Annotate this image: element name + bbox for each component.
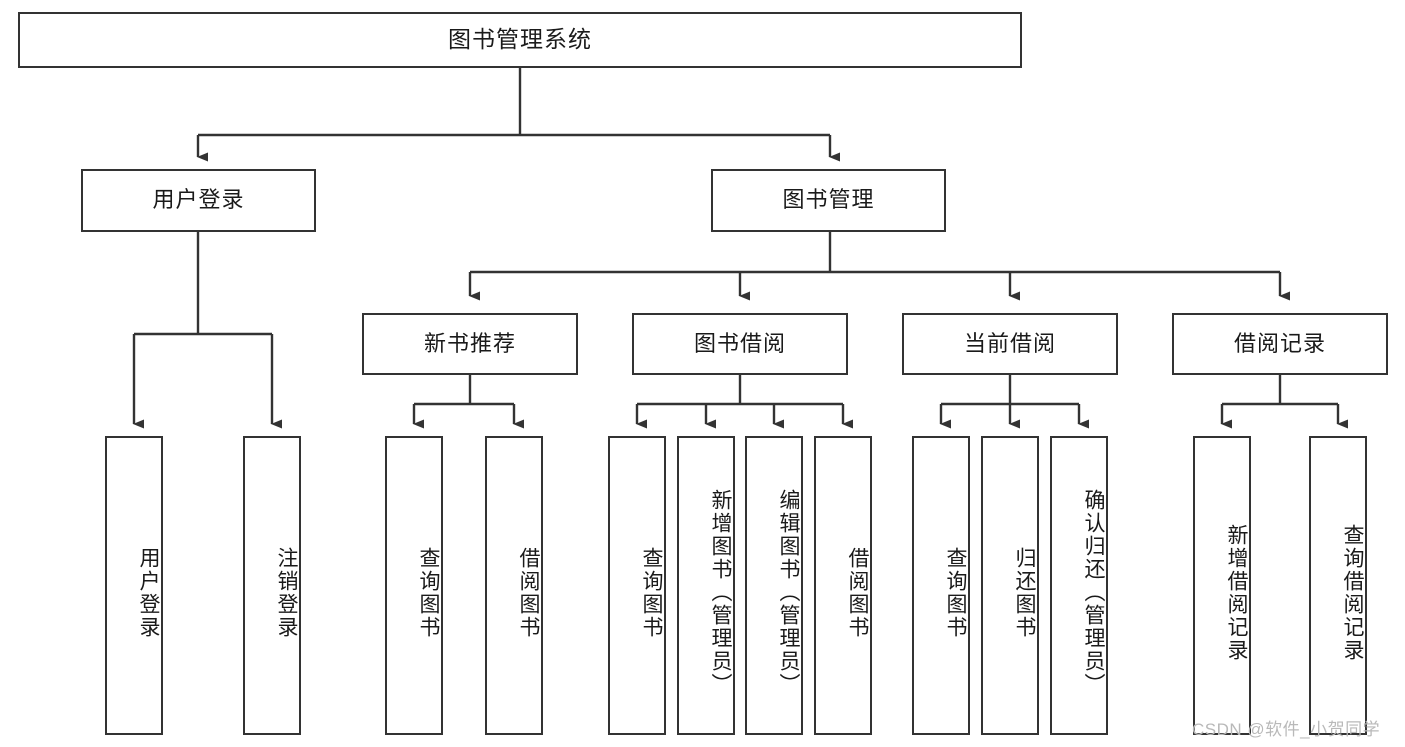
leaf-return-book[interactable]: 归还图书 [981, 436, 1039, 735]
leaf-logout[interactable]: 注销登录 [243, 436, 301, 735]
node-borrow-record[interactable]: 借阅记录 [1172, 313, 1388, 375]
node-root-book-management-system[interactable]: 图书管理系统 [18, 12, 1022, 68]
csdn-watermark: CSDN @软件_小贺同学 [1192, 720, 1381, 739]
leaf-borrow-book-recommend[interactable]: 借阅图书 [485, 436, 543, 735]
leaf-add-book-admin[interactable]: 新增图书（管理员） [677, 436, 735, 735]
leaf-query-book-current[interactable]: 查询图书 [912, 436, 970, 735]
leaf-user-login[interactable]: 用户登录 [105, 436, 163, 735]
leaf-query-book-recommend[interactable]: 查询图书 [385, 436, 443, 735]
node-book-management[interactable]: 图书管理 [711, 169, 946, 232]
leaf-confirm-return-admin[interactable]: 确认归还（管理员） [1050, 436, 1108, 735]
node-new-book-recommendation[interactable]: 新书推荐 [362, 313, 578, 375]
node-user-login[interactable]: 用户登录 [81, 169, 316, 232]
leaf-query-borrow-record[interactable]: 查询借阅记录 [1309, 436, 1367, 735]
node-current-borrow[interactable]: 当前借阅 [902, 313, 1118, 375]
leaf-edit-book-admin[interactable]: 编辑图书（管理员） [745, 436, 803, 735]
leaf-add-borrow-record[interactable]: 新增借阅记录 [1193, 436, 1251, 735]
node-book-borrow[interactable]: 图书借阅 [632, 313, 848, 375]
leaf-borrow-book[interactable]: 借阅图书 [814, 436, 872, 735]
leaf-query-book-borrow[interactable]: 查询图书 [608, 436, 666, 735]
